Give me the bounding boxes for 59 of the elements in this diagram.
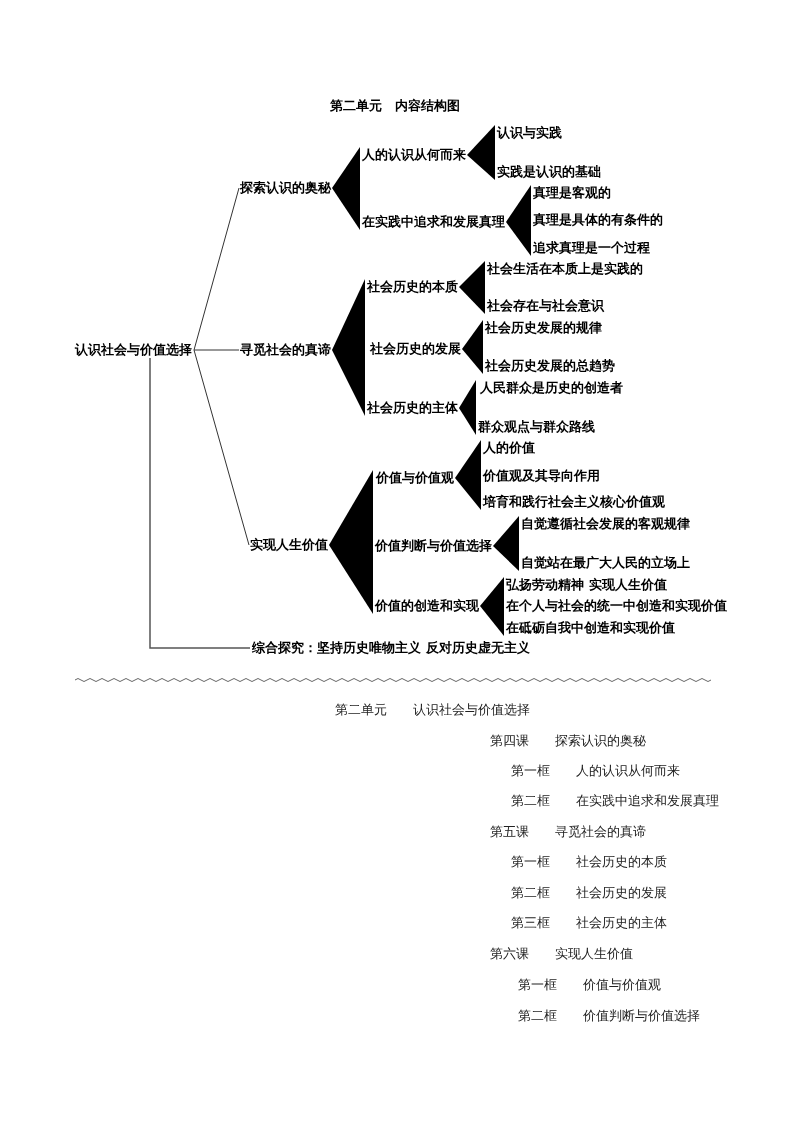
node-label: 寻觅社会的真谛 [240,342,331,358]
node-label: 价值的创造和实现 [375,598,479,614]
node-label: 认识社会与价值选择 [75,342,192,358]
connector-line [193,187,240,351]
brace-wedge [459,380,476,435]
node-label: 群众观点与群众路线 [478,419,595,435]
node-label: 社会生活在本质上是实践的 [487,261,643,277]
node-label: 人的认识从何而来 [362,147,466,163]
node-label: 社会历史的本质 [367,279,458,295]
brace-wedge [506,185,531,256]
brace-wedge [332,279,365,416]
outline-entry: 第二框 价值判断与价值选择 [518,1008,700,1024]
outline-entry: 第五课 寻觅社会的真谛 [490,824,646,840]
node-label: 追求真理是一个过程 [533,240,650,256]
node-label: 在个人与社会的统一中创造和实现价值 [506,598,727,614]
outline-entry: 第一框 价值与价值观 [518,977,661,993]
node-label: 价值观及其导向作用 [483,468,600,484]
outline-entry: 第二框 在实践中追求和发展真理 [511,793,719,809]
brace-wedge [462,320,483,374]
node-label: 真理是客观的 [533,185,611,201]
node-label: 价值与价值观 [376,470,454,486]
connector-line [193,349,240,351]
node-label: 探索认识的奥秘 [240,180,331,196]
brace-wedge [480,577,504,636]
node-label: 人民群众是历史的创造者 [480,380,623,396]
outline-entry: 第四课 探索认识的奥秘 [490,733,646,749]
brace-wedge [329,470,373,614]
node-label: 自觉站在最广大人民的立场上 [521,555,690,571]
outline-entry: 第二框 社会历史的发展 [511,885,667,901]
node-label: 人的价值 [483,440,535,456]
outline-entry: 第一框 人的认识从何而来 [511,763,680,779]
outline-entry: 第二单元 认识社会与价值选择 [335,702,530,718]
node-label: 自觉遵循社会发展的客观规律 [521,516,690,532]
node-label: 社会历史发展的规律 [485,320,602,336]
outline-entry: 第一框 社会历史的本质 [511,854,667,870]
node-label: 实现人生价值 [250,537,328,553]
node-label: 实践是认识的基础 [497,164,601,180]
brace-wedge [493,516,519,571]
brace-wedge [332,147,360,230]
brace-wedge [459,261,485,314]
brace-wedge [467,125,495,180]
node-label: 真理是具体的有条件的 [533,212,663,228]
connector-line [193,349,250,546]
node-label: 培育和践行社会主义核心价值观 [483,494,665,510]
node-label: 弘扬劳动精神 实现人生价值 [506,577,667,593]
node-label: 社会存在与社会意识 [487,298,604,314]
diagram-title: 第二单元 内容结构图 [330,97,460,115]
node-label: 价值判断与价值选择 [375,538,492,554]
outline-entry: 第六课 实现人生价值 [490,946,633,962]
node-label: 社会历史发展的总趋势 [485,358,615,374]
node-label: 综合探究：坚持历史唯物主义 反对历史虚无主义 [252,640,530,656]
brace-wedge [455,440,481,510]
node-label: 认识与实践 [497,125,562,141]
node-label: 社会历史的发展 [370,341,461,357]
node-label: 在实践中追求和发展真理 [362,214,505,230]
outline-entry: 第三框 社会历史的主体 [511,915,667,931]
node-label: 在砥砺自我中创造和实现价值 [506,620,675,636]
connector-line [149,357,251,649]
node-label: 社会历史的主体 [367,400,458,416]
